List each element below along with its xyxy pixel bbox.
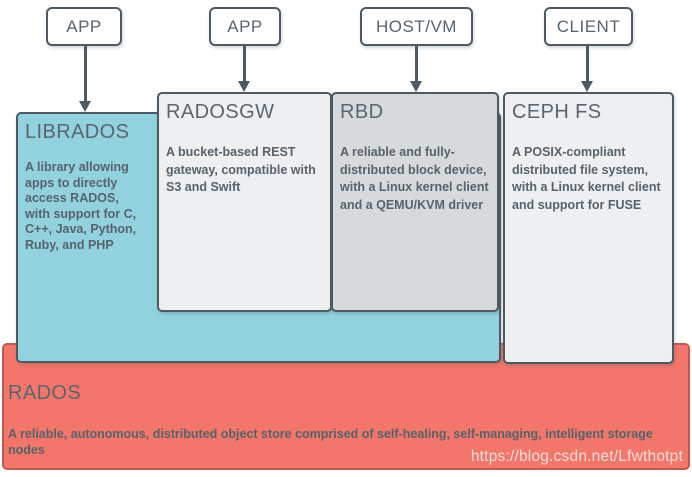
arrow-head-icon — [79, 101, 92, 112]
component-rbd: RBD A reliable and fully-distributed blo… — [331, 92, 499, 312]
node-app-1-label: APP — [66, 16, 102, 36]
rados-description: A reliable, autonomous, distributed obje… — [8, 427, 653, 457]
arrow-line — [243, 46, 246, 82]
rados-title: RADOS — [8, 382, 82, 404]
arrow-head-icon — [581, 81, 594, 92]
radosgw-description: A bucket-based REST gateway, compatible … — [166, 145, 316, 194]
component-radosgw: RADOSGW A bucket-based REST gateway, com… — [157, 92, 332, 312]
arrow-head-icon — [238, 81, 251, 92]
node-client-label: CLIENT — [556, 16, 621, 36]
arrow-line — [84, 46, 87, 102]
node-app-2: APP — [209, 7, 281, 46]
arrow-head-icon — [410, 81, 423, 92]
component-cephfs: CEPH FS A POSIX-compliant distributed fi… — [503, 92, 674, 364]
radosgw-title: RADOSGW — [166, 101, 275, 123]
node-host-vm: HOST/VM — [360, 7, 473, 46]
node-app-2-label: APP — [227, 16, 263, 36]
rbd-description: A reliable and fully-distributed block d… — [340, 145, 489, 212]
watermark: https://blog.csdn.net/Lfwthotpt — [470, 448, 683, 465]
node-app-1: APP — [46, 7, 122, 46]
cephfs-description: A POSIX-compliant distributed file syste… — [512, 145, 661, 212]
node-host-vm-label: HOST/VM — [376, 16, 457, 36]
arrow-line — [415, 46, 418, 82]
node-client: CLIENT — [544, 7, 633, 46]
librados-title: LIBRADOS — [25, 121, 130, 143]
component-rados: RADOS A reliable, autonomous, distribute… — [2, 343, 690, 470]
cephfs-title: CEPH FS — [512, 101, 602, 123]
arrow-line — [586, 46, 589, 82]
librados-description: A library allowing apps to directly acce… — [25, 160, 137, 252]
rbd-title: RBD — [340, 101, 384, 123]
